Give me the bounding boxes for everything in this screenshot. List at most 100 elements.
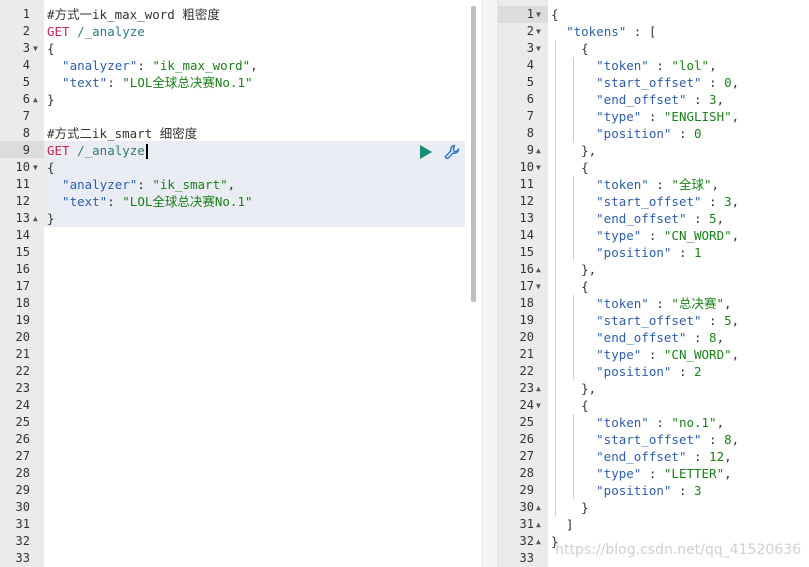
fold-toggle-icon[interactable]: ▼: [33, 163, 38, 172]
editor-line: 14: [0, 227, 482, 244]
play-icon[interactable]: [420, 145, 432, 159]
editor-line: 19: [0, 312, 482, 329]
code-token: 5: [724, 313, 732, 328]
code-token: :: [686, 92, 710, 107]
code-token: "全球": [671, 177, 712, 192]
code-token: :: [701, 194, 725, 209]
code-text: GET /_analyze: [47, 23, 145, 40]
code-token: ,: [731, 313, 740, 328]
code-text: "tokens" : [: [551, 23, 656, 40]
line-number: 2: [22, 24, 30, 38]
code-token: 0: [694, 126, 702, 141]
fold-toggle-icon[interactable]: ▼: [536, 44, 541, 53]
code-token: 8: [724, 432, 732, 447]
code-text: "type" : "LETTER",: [551, 465, 731, 482]
line-number: 32: [15, 534, 30, 548]
code-text: },: [551, 380, 596, 397]
fold-toggle-icon[interactable]: ▲: [536, 503, 541, 512]
fold-toggle-icon[interactable]: ▲: [536, 146, 541, 155]
code-token: :: [648, 296, 672, 311]
code-token: :: [641, 466, 664, 481]
editor-line: 33: [0, 550, 482, 567]
line-number: 25: [519, 415, 534, 429]
editor-line: 15 "position" : 1: [498, 244, 809, 261]
code-token: }: [551, 500, 589, 515]
code-token: {: [47, 160, 55, 175]
editor-line: 17: [0, 278, 482, 295]
fold-toggle-icon[interactable]: ▼: [536, 163, 541, 172]
fold-toggle-icon[interactable]: ▼: [33, 44, 38, 53]
fold-toggle-icon[interactable]: ▲: [536, 537, 541, 546]
line-number: 23: [519, 381, 534, 395]
indent-guide: [573, 176, 574, 261]
editor-line: 12 "text": "LOL全球总决赛No.1": [0, 193, 482, 210]
editor-line: 14 "type" : "CN_WORD",: [498, 227, 809, 244]
code-text: "analyzer": "ik_smart",: [47, 176, 235, 193]
line-number: 7: [526, 109, 534, 123]
code-token: :: [671, 364, 694, 379]
line-number: 30: [15, 500, 30, 514]
code-token: :: [641, 109, 664, 124]
code-token: "LOL全球总决赛No.1": [122, 194, 253, 209]
code-token: "ENGLISH": [663, 109, 732, 124]
code-token: 1: [694, 245, 702, 260]
line-number: 17: [519, 279, 534, 293]
editor-line: 26 "start_offset" : 8,: [498, 431, 809, 448]
editor-line: 1▼{: [498, 6, 809, 23]
fold-toggle-icon[interactable]: ▼: [536, 282, 541, 291]
code-token: ,: [731, 194, 740, 209]
code-token: "总决赛": [671, 296, 724, 311]
editor-line: 24: [0, 397, 482, 414]
fold-toggle-icon[interactable]: ▲: [33, 95, 38, 104]
code-text: "type" : "CN_WORD",: [551, 346, 739, 363]
line-number: 24: [15, 398, 30, 412]
editor-line: 18 "token" : "总决赛",: [498, 295, 809, 312]
editor-line: 13▲}: [0, 210, 482, 227]
code-token: "LETTER": [663, 466, 725, 481]
code-token: "type": [596, 228, 642, 243]
left-scrollbar[interactable]: [471, 6, 476, 302]
code-text: {: [551, 40, 589, 57]
editor-line: 26: [0, 431, 482, 448]
line-number: 24: [519, 398, 534, 412]
code-token: ,: [731, 432, 740, 447]
code-token: :: [701, 432, 725, 447]
line-number: 20: [15, 330, 30, 344]
code-token: ,: [227, 177, 236, 192]
code-token: :: [701, 75, 725, 90]
line-number: 28: [519, 466, 534, 480]
code-text: }: [551, 533, 559, 550]
fold-toggle-icon[interactable]: ▲: [536, 520, 541, 529]
line-number: 28: [15, 466, 30, 480]
line-number: 32: [519, 534, 534, 548]
fold-toggle-icon[interactable]: ▲: [536, 384, 541, 393]
response-viewer[interactable]: 1▼{2▼ "tokens" : [3▼ {4 "token" : "lol",…: [497, 0, 809, 567]
pane-divider[interactable]: [482, 0, 498, 567]
line-number: 14: [519, 228, 534, 242]
code-token: :: [648, 58, 672, 73]
line-number: 8: [22, 126, 30, 140]
fold-toggle-icon[interactable]: ▼: [536, 10, 541, 19]
code-text: "type" : "CN_WORD",: [551, 227, 739, 244]
editor-line: 4 "analyzer": "ik_max_word",: [0, 57, 482, 74]
code-token: :: [641, 347, 664, 362]
line-number: 11: [15, 177, 30, 191]
fold-toggle-icon[interactable]: ▼: [536, 27, 541, 36]
code-text: },: [551, 261, 596, 278]
editor-line: 5 "start_offset" : 0,: [498, 74, 809, 91]
fold-toggle-icon[interactable]: ▼: [536, 401, 541, 410]
line-number: 17: [15, 279, 30, 293]
code-token: "LOL全球总决赛No.1": [122, 75, 253, 90]
line-number: 4: [526, 58, 534, 72]
code-token: ]: [551, 517, 574, 532]
editor-line: 16▲ },: [498, 261, 809, 278]
line-number: 12: [15, 194, 30, 208]
wrench-icon[interactable]: [443, 143, 461, 161]
fold-toggle-icon[interactable]: ▲: [536, 265, 541, 274]
code-token: /_analyze: [69, 143, 145, 158]
line-number: 25: [15, 415, 30, 429]
code-token: 5: [709, 211, 717, 226]
fold-toggle-icon[interactable]: ▲: [33, 214, 38, 223]
